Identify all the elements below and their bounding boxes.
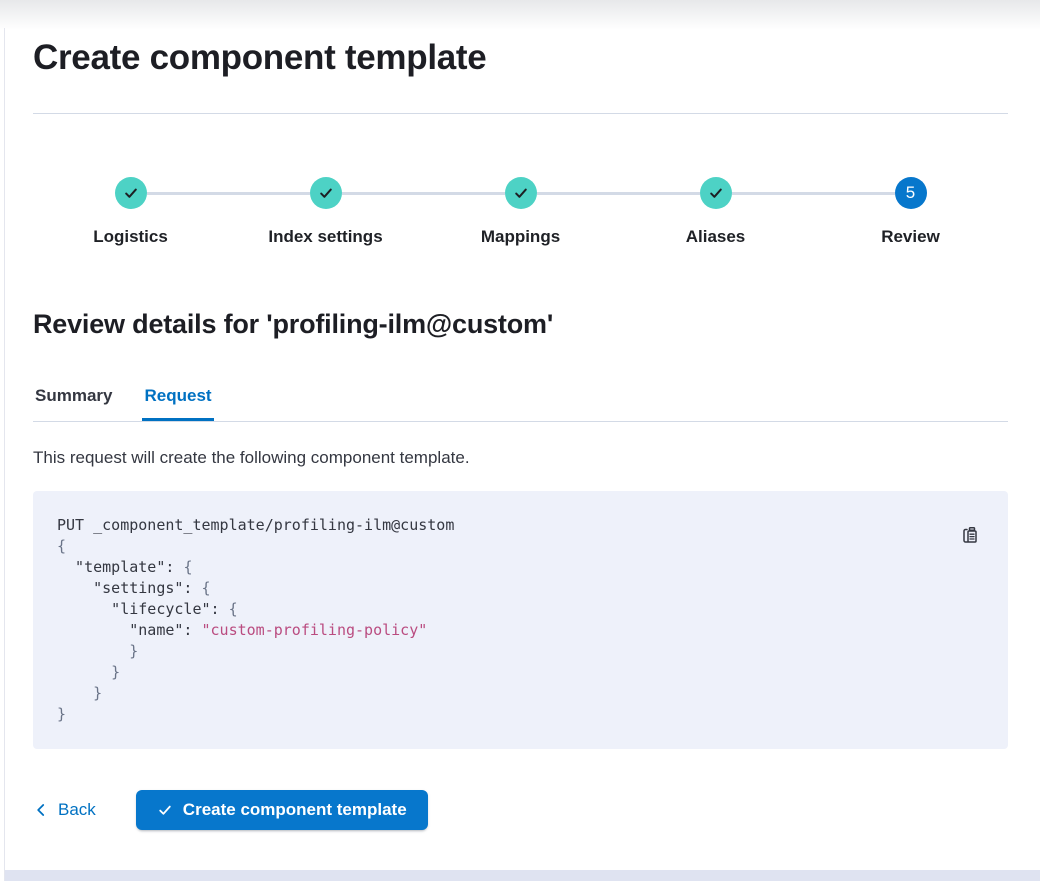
code-line: { bbox=[57, 537, 67, 555]
check-icon bbox=[319, 188, 332, 198]
step-check-badge bbox=[504, 177, 537, 209]
back-button[interactable]: Back bbox=[33, 800, 96, 820]
code-line: "template": { bbox=[57, 558, 193, 576]
code-line: "settings": { bbox=[57, 579, 211, 597]
back-label: Back bbox=[58, 800, 96, 819]
copy-clipboard-icon bbox=[963, 527, 977, 543]
code-line: "lifecycle": { bbox=[57, 600, 238, 618]
step-label: Mappings bbox=[480, 227, 561, 246]
stepper-step-index-settings[interactable]: Index settings bbox=[228, 177, 423, 247]
review-heading: Review details for 'profiling-ilm@custom… bbox=[33, 309, 554, 339]
create-component-template-page: Create component template Logistics Index… bbox=[33, 38, 1008, 830]
panel-left-border bbox=[4, 28, 5, 881]
create-button-label: Create component template bbox=[182, 800, 407, 819]
step-label: Index settings bbox=[268, 227, 383, 246]
create-component-template-button[interactable]: Create component template bbox=[135, 790, 428, 830]
copy-button[interactable] bbox=[960, 525, 980, 545]
stepper-step-aliases[interactable]: Aliases bbox=[618, 177, 813, 247]
code-line: } bbox=[57, 663, 121, 681]
stepper-step-logistics[interactable]: Logistics bbox=[33, 177, 228, 247]
chevron-left-icon bbox=[37, 804, 45, 816]
check-icon bbox=[159, 805, 171, 815]
code-line: "name": "custom-profiling-policy" bbox=[57, 621, 428, 639]
code-line: PUT _component_template/profiling-ilm@cu… bbox=[57, 516, 455, 534]
stepper-step-mappings[interactable]: Mappings bbox=[423, 177, 618, 247]
step-number-badge: 5 bbox=[894, 177, 927, 209]
code-lines: PUT _component_template/profiling-ilm@cu… bbox=[57, 515, 984, 725]
step-label: Aliases bbox=[685, 227, 746, 246]
check-icon bbox=[124, 188, 137, 198]
header-divider bbox=[33, 113, 1008, 114]
code-line: } bbox=[57, 705, 67, 723]
code-line: } bbox=[57, 684, 103, 702]
page-title: Create component template bbox=[33, 38, 487, 77]
footer-actions: Back Create component template bbox=[33, 790, 1008, 830]
request-description: This request will create the following c… bbox=[33, 448, 470, 467]
bottom-page-strip bbox=[5, 870, 1040, 881]
tab-request[interactable]: Request bbox=[142, 386, 214, 421]
step-check-badge bbox=[114, 177, 147, 209]
step-label: Logistics bbox=[93, 227, 168, 246]
step-check-badge bbox=[309, 177, 342, 209]
step-check-badge bbox=[699, 177, 732, 209]
check-icon bbox=[709, 188, 722, 198]
tabs: Summary Request bbox=[33, 386, 1008, 422]
step-label: Review bbox=[881, 227, 940, 246]
tab-summary[interactable]: Summary bbox=[33, 386, 114, 421]
code-block: PUT _component_template/profiling-ilm@cu… bbox=[33, 491, 1008, 749]
check-icon bbox=[514, 188, 527, 198]
code-line: } bbox=[57, 642, 139, 660]
